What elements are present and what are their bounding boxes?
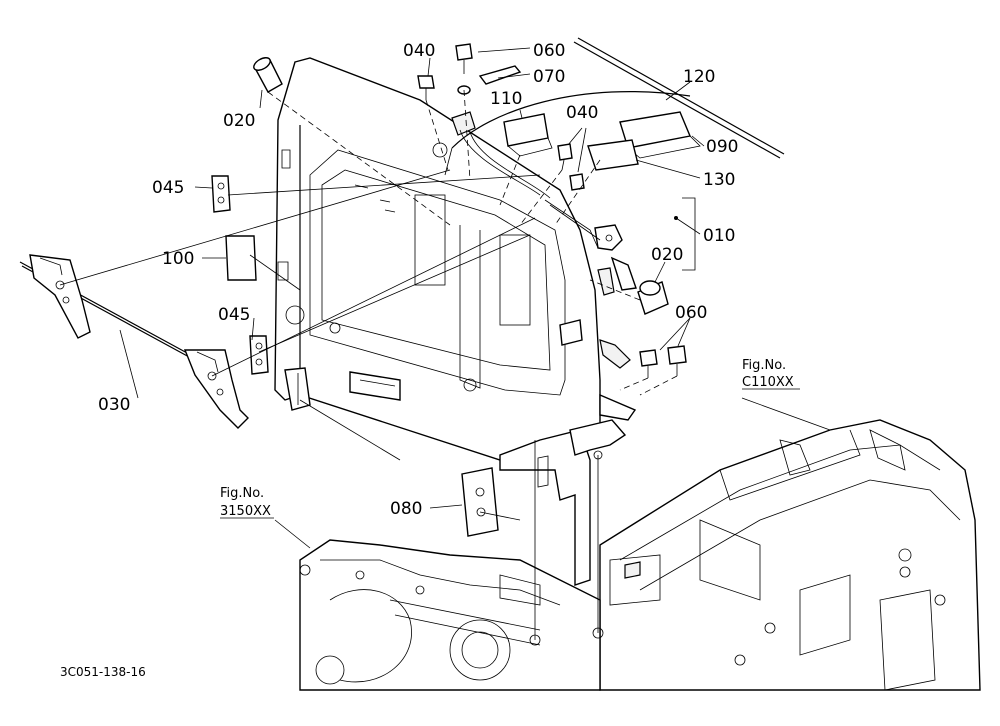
ref-fig-code-left: 3150XX	[220, 504, 271, 519]
strip-120	[573, 37, 785, 159]
ref-fig-label-right: Fig.No.	[742, 358, 786, 373]
leader-lines	[119, 47, 831, 549]
plate-080	[461, 467, 499, 537]
bolt-060-right	[639, 345, 687, 378]
transmission-housing-right	[599, 419, 981, 691]
callout-060-right: 060	[675, 303, 707, 323]
callout-090: 090	[706, 137, 738, 157]
bushing-right	[610, 256, 669, 315]
callout-020-b: 020	[651, 245, 683, 265]
ref-fig-label-left: Fig.No.	[220, 486, 264, 501]
rod-assembly	[19, 254, 249, 429]
clutch-housing	[299, 539, 604, 691]
callout-030: 030	[98, 395, 130, 415]
bushing-top	[253, 57, 283, 93]
callout-040-a: 040	[403, 41, 435, 61]
plate-045-a	[211, 175, 231, 213]
bolt-040-a	[417, 75, 435, 100]
callout-070: 070	[533, 67, 565, 87]
callout-045-b: 045	[218, 305, 250, 325]
main-panel	[274, 57, 637, 586]
bolt-060-top	[455, 43, 473, 74]
block-130	[587, 139, 639, 171]
assembly-lines	[59, 89, 678, 640]
callout-130: 130	[703, 170, 735, 190]
callout-040-b: 040	[566, 103, 598, 123]
callout-020-a: 020	[223, 111, 255, 131]
callout-045-a: 045	[152, 178, 184, 198]
bolt-040-b	[557, 143, 585, 191]
callout-080: 080	[390, 499, 422, 519]
callout-120: 120	[683, 67, 715, 87]
cable-curve	[451, 91, 691, 149]
diagram-code: 3C051-138-16	[60, 665, 146, 679]
callout-100: 100	[162, 249, 194, 269]
plate-045-b	[249, 335, 269, 375]
callout-010: 010	[703, 226, 735, 246]
block-110	[503, 113, 553, 157]
pad-100	[225, 235, 257, 281]
ref-fig-code-right: C110XX	[742, 375, 794, 390]
callout-110: 110	[490, 89, 522, 109]
cable-arrow	[444, 147, 453, 176]
callout-060-top: 060	[533, 41, 565, 61]
